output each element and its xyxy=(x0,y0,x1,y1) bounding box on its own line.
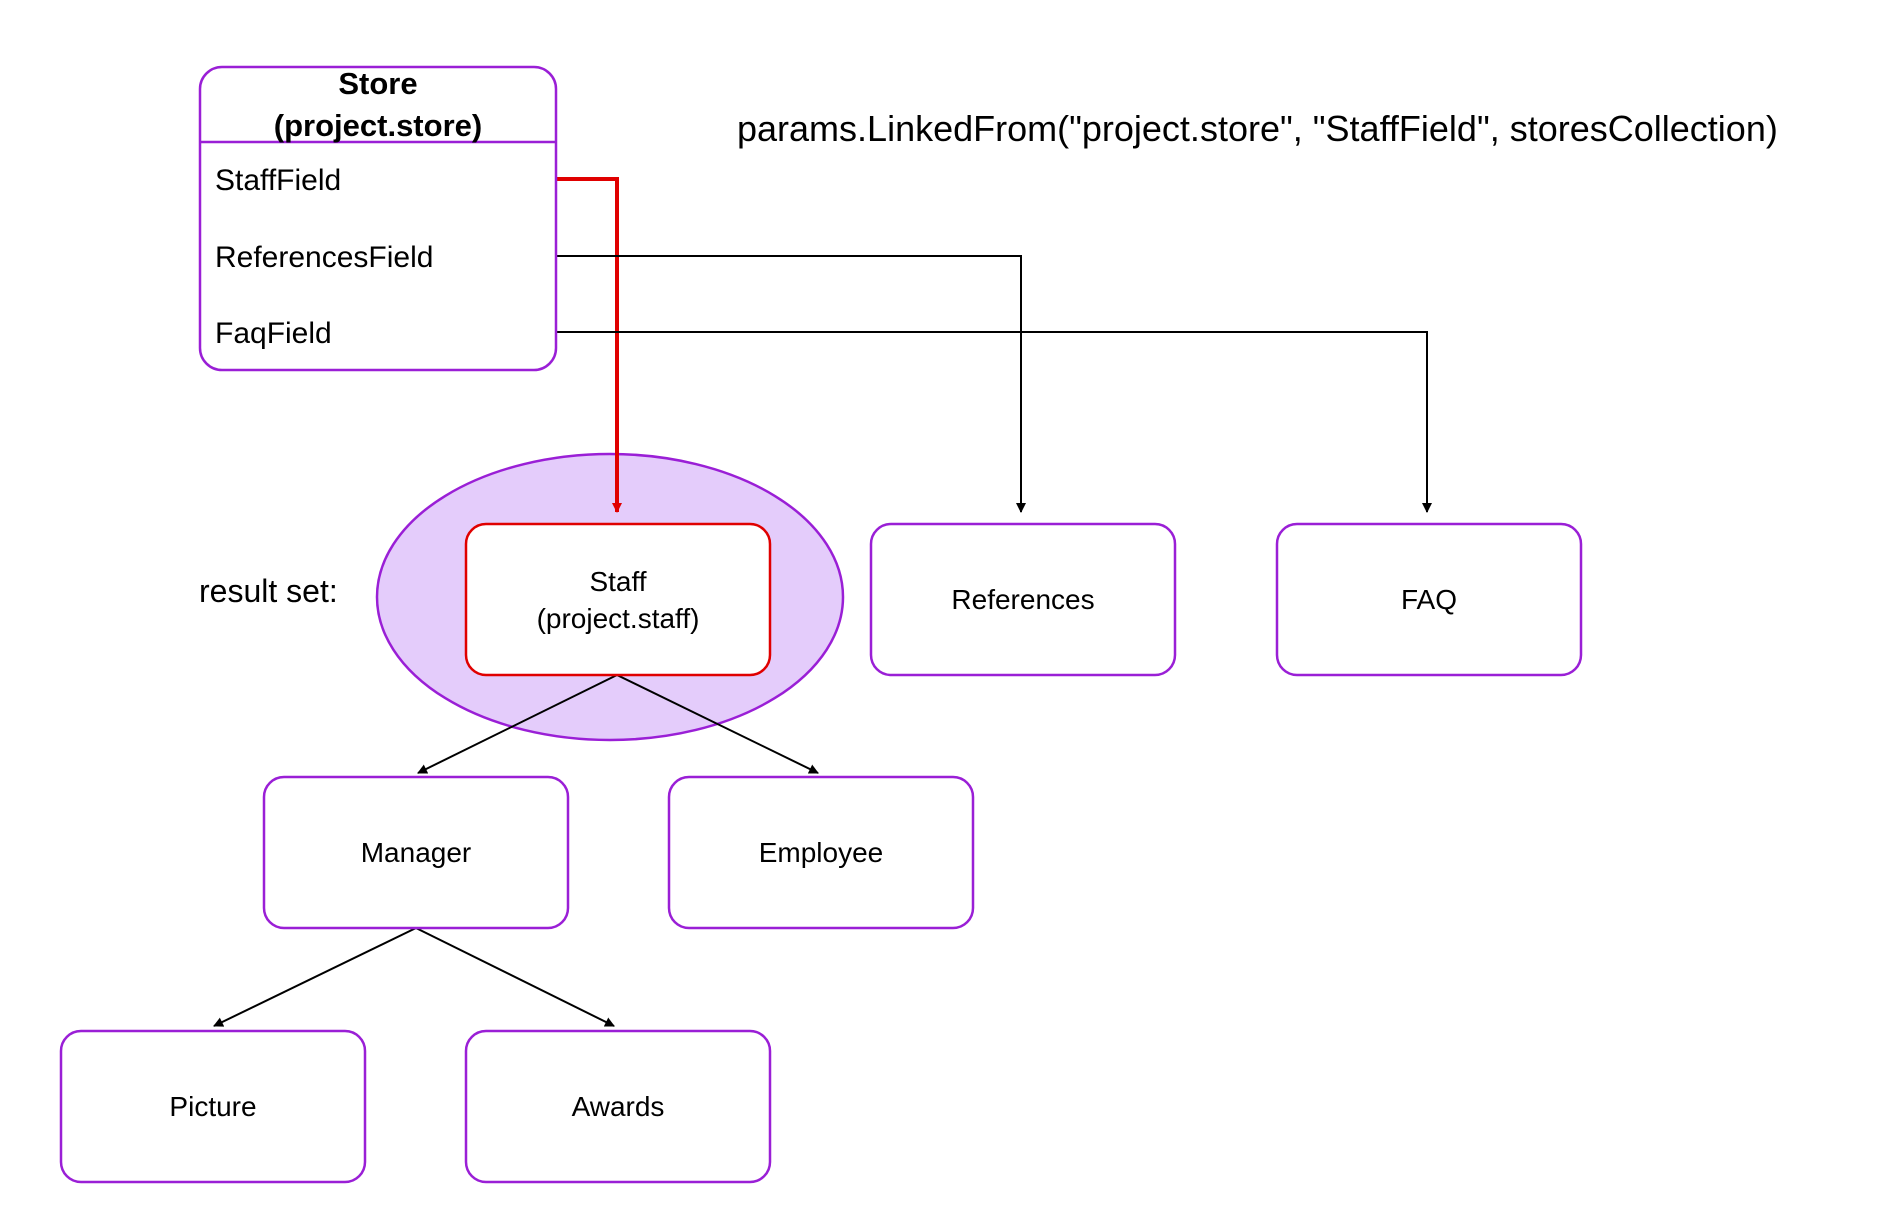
awards-node-label: Awards xyxy=(572,1091,665,1122)
staff-field-link-arrow xyxy=(556,177,622,513)
references-node: References xyxy=(869,522,1177,677)
picture-node-frame xyxy=(59,1029,367,1184)
manager-to-picture-arrow xyxy=(213,927,417,1027)
manager-node: Manager xyxy=(262,775,570,930)
faq-node-label: FAQ xyxy=(1401,584,1457,615)
staff-to-employee-arrow xyxy=(616,674,819,774)
staff-node: Staff (project.staff) xyxy=(464,522,772,677)
faq-field-link-arrow xyxy=(556,331,1432,513)
store-field-references: ReferencesField xyxy=(215,241,433,274)
references-node-label: References xyxy=(951,584,1094,615)
store-field-staff: StaffField xyxy=(215,164,341,197)
staff-node-title: Staff xyxy=(589,566,646,597)
store-table: Store (project.store) StaffField Referen… xyxy=(198,65,558,372)
staff-node-frame xyxy=(464,522,772,677)
awards-node: Awards xyxy=(464,1029,772,1184)
staff-node-subtitle: (project.staff) xyxy=(537,603,700,634)
manager-to-awards-arrow xyxy=(415,927,615,1027)
code-annotation: params.LinkedFrom("project.store", "Staf… xyxy=(737,108,1778,149)
manager-node-label: Manager xyxy=(361,837,472,868)
store-field-faq: FaqField xyxy=(215,317,332,350)
employee-node-label: Employee xyxy=(759,837,884,868)
result-set-label: result set: xyxy=(199,573,338,609)
references-field-link-arrow xyxy=(556,255,1026,513)
store-table-title-line1: Store xyxy=(338,66,417,101)
employee-node: Employee xyxy=(667,775,975,930)
faq-node: FAQ xyxy=(1275,522,1583,677)
picture-node-label: Picture xyxy=(169,1091,256,1122)
manager-node-frame xyxy=(262,775,570,930)
awards-node-frame xyxy=(464,1029,772,1184)
picture-node: Picture xyxy=(59,1029,367,1184)
store-table-title-line2: (project.store) xyxy=(274,108,482,143)
faq-node-frame xyxy=(1275,522,1583,677)
staff-to-manager-arrow xyxy=(417,674,618,774)
references-node-frame xyxy=(869,522,1177,677)
employee-node-frame xyxy=(667,775,975,930)
